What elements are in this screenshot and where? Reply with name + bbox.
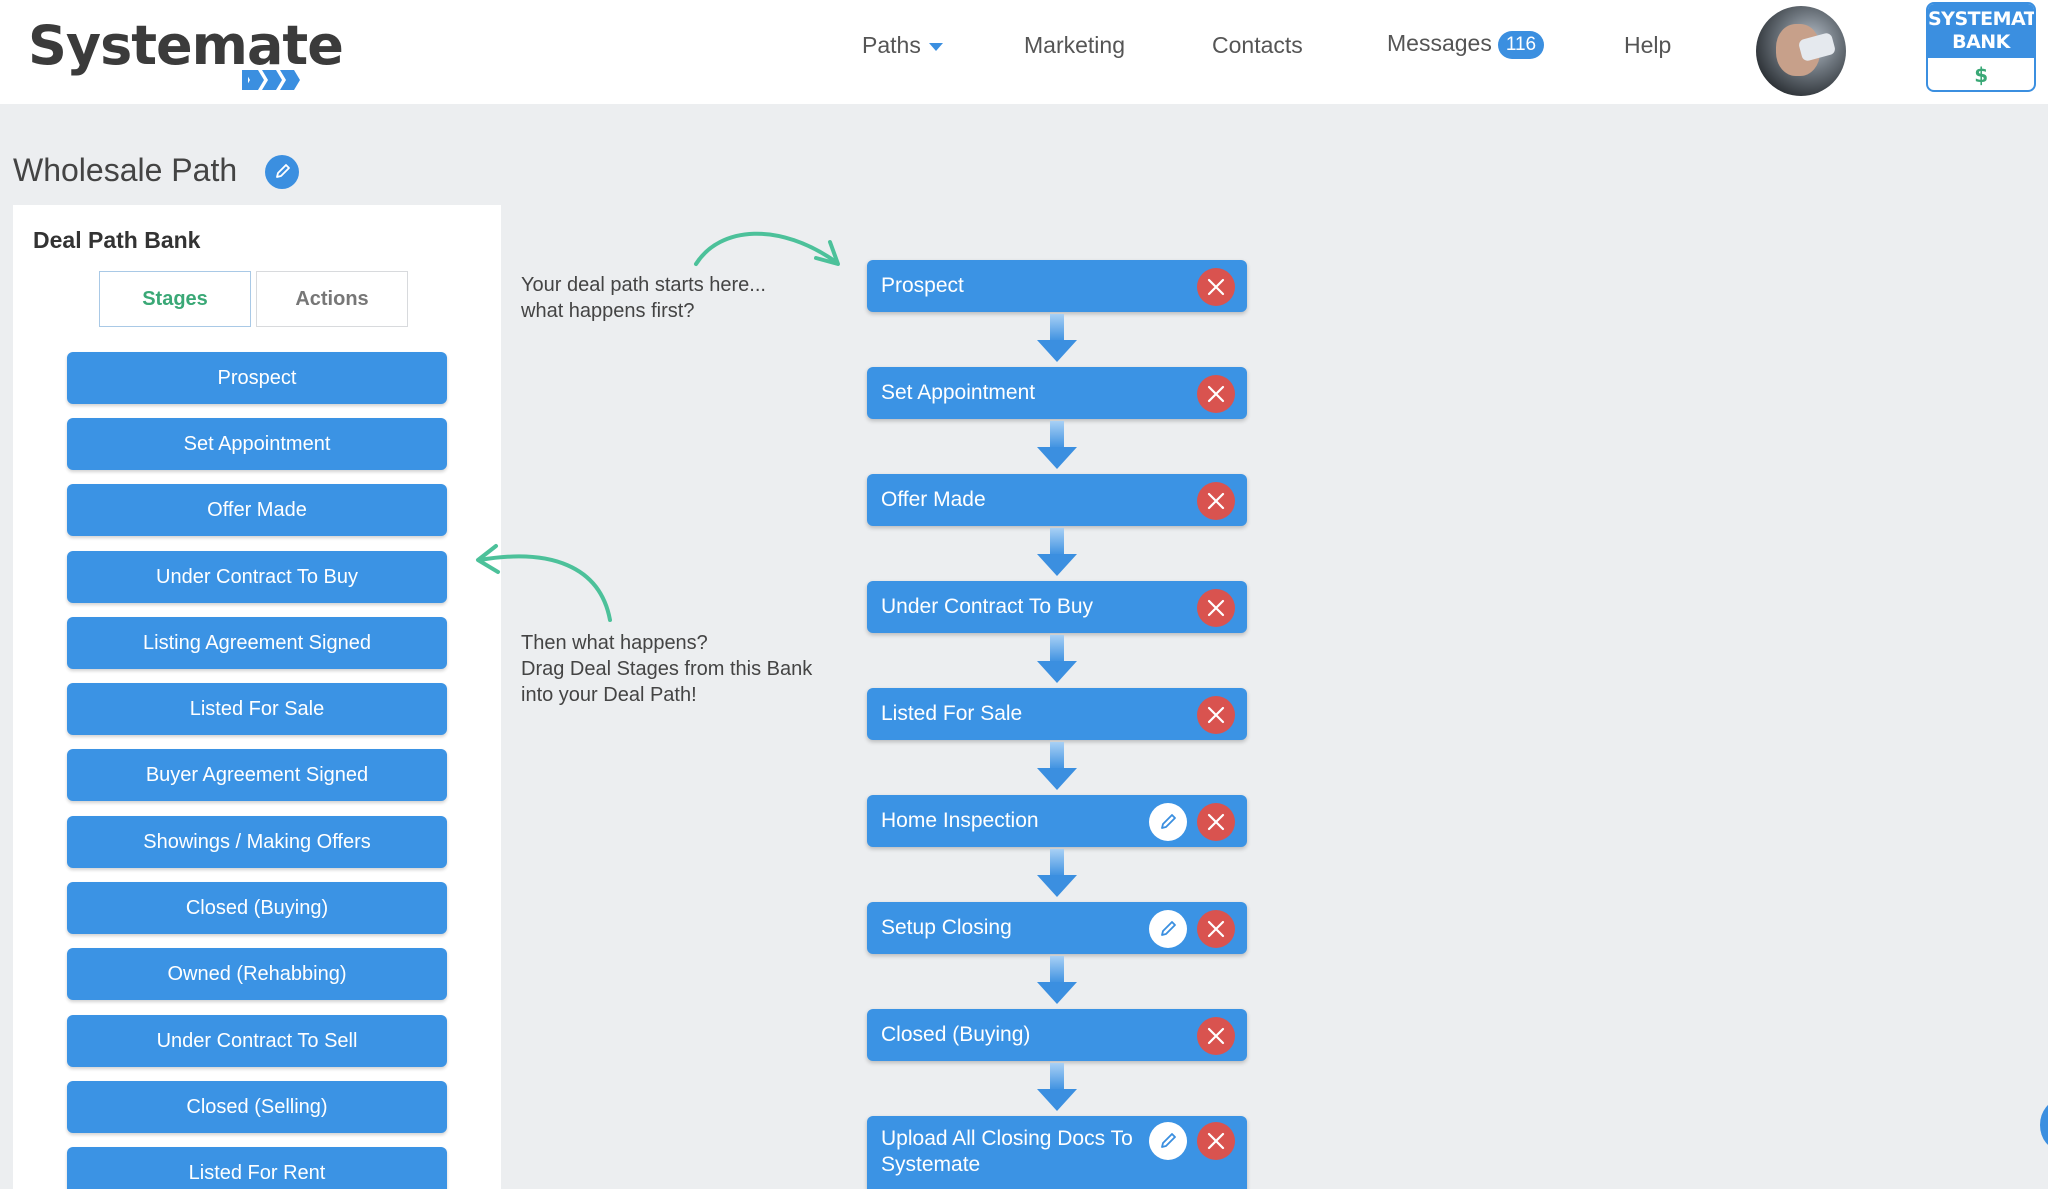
bank-title: SYSTEMATE BANK — [1928, 4, 2034, 58]
bank-stage-listing-agreement-signed[interactable]: Listing Agreement Signed — [67, 617, 447, 669]
pencil-icon — [1161, 1133, 1176, 1148]
close-icon — [1207, 1132, 1225, 1150]
bank-stage-under-contract-to-buy[interactable]: Under Contract To Buy — [67, 551, 447, 603]
bank-stage-under-contract-to-sell[interactable]: Under Contract To Sell — [67, 1015, 447, 1067]
bank-stage-offer-made[interactable]: Offer Made — [67, 484, 447, 536]
edit-stage-button[interactable] — [1149, 803, 1187, 841]
edit-stage-button[interactable] — [1149, 910, 1187, 948]
chevron-down-icon — [928, 42, 943, 51]
delete-stage-button[interactable] — [1197, 268, 1235, 306]
curved-arrow-left-icon — [476, 544, 612, 622]
nav-marketing[interactable]: Marketing — [1024, 32, 1125, 58]
edit-title-button[interactable] — [265, 155, 299, 189]
curved-arrow-right-icon — [694, 231, 840, 266]
path-stage-prospect[interactable]: Prospect — [867, 260, 1247, 312]
hint-drag-line3: into your Deal Path! — [521, 684, 697, 706]
nav-contacts[interactable]: Contacts — [1212, 32, 1303, 58]
down-arrow-icon — [1037, 528, 1077, 576]
hint-drag: Then what happens? Drag Deal Stages from… — [521, 630, 812, 708]
logo-text: Systemate — [28, 14, 344, 77]
delete-stage-button[interactable] — [1197, 482, 1235, 520]
messages-count-badge: 116 — [1497, 30, 1545, 59]
close-icon — [1207, 813, 1225, 831]
close-icon — [1207, 706, 1225, 724]
close-icon — [1207, 920, 1225, 938]
hint-drag-line2: Drag Deal Stages from this Bank — [521, 658, 813, 680]
close-icon — [1207, 385, 1225, 403]
pencil-icon — [276, 164, 290, 178]
bank-title-line2: BANK — [1952, 31, 2010, 53]
down-arrow-icon — [1037, 1063, 1077, 1111]
bank-stage-prospect[interactable]: Prospect — [67, 352, 447, 404]
down-arrow-icon — [1037, 314, 1077, 362]
systemate-bank-widget[interactable]: SYSTEMATE BANK $ 3,447.58 — [1926, 2, 2036, 92]
path-stage-label: Closed (Buying) — [881, 1023, 1031, 1046]
path-stage-label: Home Inspection — [881, 809, 1039, 832]
path-stage-under-contract-to-buy[interactable]: Under Contract To Buy — [867, 581, 1247, 633]
close-icon — [1207, 599, 1225, 617]
bank-stage-closed-buying[interactable]: Closed (Buying) — [67, 882, 447, 934]
tab-stages[interactable]: Stages — [99, 271, 251, 327]
bank-stage-buyer-agreement-signed[interactable]: Buyer Agreement Signed — [67, 749, 447, 801]
path-stage-label: Under Contract To Buy — [881, 595, 1094, 618]
top-header: Systemate Paths Marketing Contacts Messa… — [0, 0, 2048, 104]
pencil-icon — [1161, 814, 1176, 829]
path-stage-upload-closing-docs[interactable]: Upload All Closing Docs To Systemate — [867, 1116, 1247, 1189]
path-stage-closed-buying[interactable]: Closed (Buying) — [867, 1009, 1247, 1061]
delete-stage-button[interactable] — [1197, 375, 1235, 413]
bank-stage-set-appointment[interactable]: Set Appointment — [67, 418, 447, 470]
path-stage-label: Setup Closing — [881, 916, 1012, 939]
pencil-icon — [1161, 921, 1176, 936]
path-stage-setup-closing[interactable]: Setup Closing — [867, 902, 1247, 954]
bank-stage-owned-rehabbing[interactable]: Owned (Rehabbing) — [67, 948, 447, 1000]
path-stage-listed-for-sale[interactable]: Listed For Sale — [867, 688, 1247, 740]
hint-start-line1: Your deal path starts here... — [521, 274, 766, 296]
path-stage-offer-made[interactable]: Offer Made — [867, 474, 1247, 526]
deal-path-bank-panel: Deal Path Bank Stages Actions Prospect S… — [13, 205, 501, 1189]
hint-drag-line1: Then what happens? — [521, 632, 708, 654]
delete-stage-button[interactable] — [1197, 589, 1235, 627]
bank-amount: $ 3,447.58 — [1974, 63, 1988, 87]
tab-actions[interactable]: Actions — [256, 271, 408, 327]
delete-stage-button[interactable] — [1197, 803, 1235, 841]
close-icon — [1207, 1027, 1225, 1045]
bank-stage-showings-making-offers[interactable]: Showings / Making Offers — [67, 816, 447, 868]
bank-title-line1: SYSTEMATE — [1928, 8, 2036, 30]
user-avatar[interactable] — [1756, 6, 1846, 96]
delete-stage-button[interactable] — [1197, 1017, 1235, 1055]
path-stage-set-appointment[interactable]: Set Appointment — [867, 367, 1247, 419]
hint-start-line2: what happens first? — [521, 300, 695, 322]
down-arrow-icon — [1037, 421, 1077, 469]
edit-stage-button[interactable] — [1149, 1122, 1187, 1160]
nav-help[interactable]: Help — [1624, 32, 1672, 58]
bank-stage-listed-for-rent[interactable]: Listed For Rent — [67, 1147, 447, 1189]
bank-stage-listed-for-sale[interactable]: Listed For Sale — [67, 683, 447, 735]
delete-stage-button[interactable] — [1197, 910, 1235, 948]
path-stage-label: Prospect — [881, 274, 964, 297]
down-arrow-icon — [1037, 956, 1077, 1004]
systemate-logo[interactable]: Systemate — [28, 14, 344, 78]
close-icon — [1207, 492, 1225, 510]
path-stage-home-inspection[interactable]: Home Inspection — [867, 795, 1247, 847]
down-arrow-icon — [1037, 849, 1077, 897]
nav-messages-label: Messages — [1387, 30, 1492, 56]
chat-widget-button[interactable] — [2040, 1100, 2048, 1150]
deal-path-bank-title: Deal Path Bank — [33, 227, 201, 253]
path-stage-label: Listed For Sale — [881, 702, 1023, 725]
path-stage-label: Offer Made — [881, 488, 986, 511]
delete-stage-button[interactable] — [1197, 1122, 1235, 1160]
hint-start: Your deal path starts here... what happe… — [521, 272, 766, 324]
path-stage-label: Set Appointment — [881, 381, 1036, 404]
page-title: Wholesale Path — [13, 152, 238, 188]
down-arrow-icon — [1037, 742, 1077, 790]
logo-chevrons-icon — [242, 70, 300, 90]
delete-stage-button[interactable] — [1197, 696, 1235, 734]
close-icon — [1207, 278, 1225, 296]
nav-paths-label: Paths — [862, 32, 921, 58]
bank-stage-closed-selling[interactable]: Closed (Selling) — [67, 1081, 447, 1133]
path-stage-label: Upload All Closing Docs To Systemate — [881, 1127, 1133, 1176]
down-arrow-icon — [1037, 635, 1077, 683]
nav-paths[interactable]: Paths — [862, 32, 943, 59]
